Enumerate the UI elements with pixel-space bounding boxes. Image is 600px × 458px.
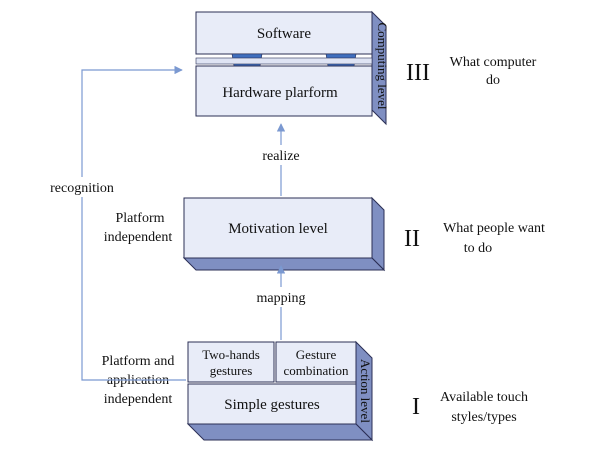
two-hands-label-line1: Two-hands bbox=[202, 347, 260, 362]
action-level-block: Two-hands gestures Gesture combination S… bbox=[186, 340, 374, 442]
motivation-note-line2: independent bbox=[104, 230, 173, 245]
numeral-i: I bbox=[412, 394, 420, 420]
simple-gestures-label: Simple gestures bbox=[224, 397, 320, 413]
computing-description-line1: What computer bbox=[450, 55, 537, 70]
realize-label-bg bbox=[252, 145, 310, 165]
hardware-label: Hardware plarform bbox=[222, 85, 338, 101]
gesture-combination-box bbox=[275, 341, 357, 383]
software-label: Software bbox=[257, 26, 311, 42]
motivation-box-bottom bbox=[182, 257, 386, 271]
recognition-label-bg bbox=[40, 177, 124, 197]
mapping-label: mapping bbox=[257, 291, 306, 306]
hardware-box bbox=[195, 65, 373, 117]
action-level-side-label: Action level bbox=[358, 359, 373, 423]
mapping-label-bg bbox=[246, 287, 318, 307]
motivation-level-block: Motivation level bbox=[182, 196, 386, 272]
computing-description-line2: do bbox=[486, 73, 500, 88]
computing-level-block: Software Hardware plarform Computing lev… bbox=[195, 10, 390, 126]
two-hands-box bbox=[187, 341, 275, 383]
action-note-line3: independent bbox=[104, 392, 173, 407]
motivation-note-line1: Platform bbox=[116, 211, 165, 226]
numeral-iii: III bbox=[406, 60, 430, 86]
realize-label: realize bbox=[262, 149, 299, 164]
motivation-box bbox=[183, 197, 373, 259]
gesture-combination-label-line2: combination bbox=[284, 363, 349, 378]
motivation-label: Motivation level bbox=[228, 221, 328, 237]
action-description-line2: styles/types bbox=[451, 410, 516, 425]
action-note-line1: Platform and bbox=[102, 354, 175, 369]
recognition-label: recognition bbox=[50, 181, 114, 196]
simple-gestures-box bbox=[187, 383, 357, 425]
action-box-bottom bbox=[186, 423, 374, 441]
gesture-combination-label-line1: Gesture bbox=[296, 347, 337, 362]
connector-bar bbox=[195, 57, 373, 65]
numeral-ii: II bbox=[404, 226, 420, 252]
software-box bbox=[195, 11, 373, 55]
action-description-line1: Available touch bbox=[440, 390, 528, 405]
recognition-arrow bbox=[81, 65, 186, 381]
motivation-description-line1: What people want bbox=[443, 221, 545, 236]
motivation-description-line2: to do bbox=[464, 241, 492, 256]
two-hands-label-line2: gestures bbox=[210, 363, 253, 378]
computing-level-side-label: Computing level bbox=[375, 22, 390, 109]
